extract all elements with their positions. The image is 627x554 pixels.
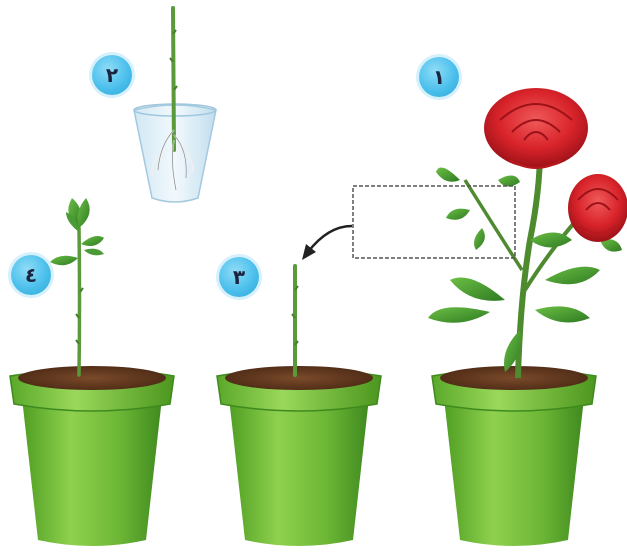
leaf bbox=[81, 236, 104, 246]
leaf bbox=[84, 249, 104, 256]
step-badge-1: ١ bbox=[419, 57, 459, 97]
leaf bbox=[545, 267, 600, 285]
pot-4 bbox=[10, 366, 174, 546]
young-plant bbox=[50, 198, 104, 375]
rose-flower bbox=[568, 174, 627, 242]
step-badge-4: ٤ bbox=[11, 255, 51, 295]
leaf bbox=[436, 168, 460, 182]
pot-soil bbox=[18, 366, 166, 390]
leaf bbox=[50, 256, 78, 265]
pot-1 bbox=[432, 366, 596, 546]
leaf bbox=[450, 278, 505, 301]
rooting-glass bbox=[134, 8, 216, 202]
leaf bbox=[474, 228, 485, 250]
pot-3 bbox=[217, 366, 381, 546]
planted-cutting bbox=[292, 266, 298, 375]
leaf bbox=[535, 306, 590, 322]
pot-body bbox=[444, 398, 584, 546]
leaf bbox=[428, 307, 490, 323]
pot-body bbox=[22, 398, 162, 546]
leaf bbox=[498, 175, 520, 186]
rose-bush bbox=[428, 88, 627, 378]
pot-body bbox=[229, 398, 369, 546]
step-badge-2: ٢ bbox=[92, 55, 132, 95]
leaf bbox=[446, 209, 470, 220]
step-badge-3: ٣ bbox=[219, 257, 259, 297]
arrow bbox=[308, 226, 352, 252]
pot-soil bbox=[440, 366, 588, 390]
pot-soil bbox=[225, 366, 373, 390]
rose-flower bbox=[484, 88, 588, 168]
leaf bbox=[78, 198, 90, 228]
